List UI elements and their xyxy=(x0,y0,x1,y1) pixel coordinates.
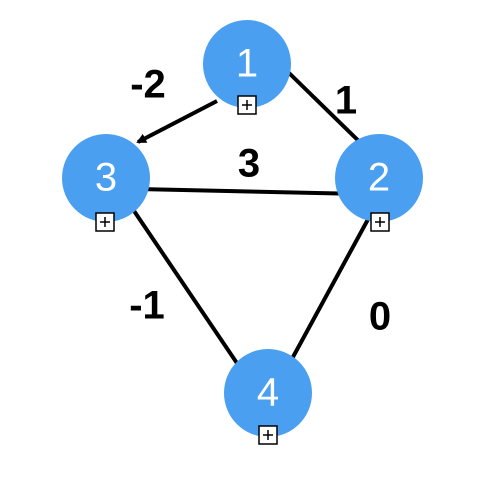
edge-1-3 xyxy=(136,99,218,144)
edge-2-3 xyxy=(136,184,363,196)
edge-weight-1-2: 1 xyxy=(335,79,357,123)
node-3[interactable]: 3 xyxy=(62,134,150,232)
edges-layer xyxy=(126,69,374,380)
edge-weight-3-4: -1 xyxy=(129,284,165,328)
plus-box-icon[interactable] xyxy=(95,212,115,232)
node-label: 1 xyxy=(236,42,258,86)
node-circle xyxy=(203,20,291,108)
node-circle xyxy=(335,134,423,222)
plus-box-icon[interactable] xyxy=(370,212,390,232)
node-2[interactable]: 2 xyxy=(335,134,423,232)
edge-labels-layer: -2 1 3 -1 0 xyxy=(129,63,391,339)
edge-weight-2-3: 3 xyxy=(238,142,260,186)
node-circle xyxy=(62,134,150,222)
node-label: 3 xyxy=(95,156,117,200)
node-1[interactable]: 1 xyxy=(203,20,291,115)
node-label: 2 xyxy=(368,156,390,200)
node-circle xyxy=(224,349,312,437)
plus-box-icon[interactable] xyxy=(258,425,278,445)
edge-4-2 xyxy=(285,210,374,369)
node-4[interactable]: 4 xyxy=(224,349,312,445)
node-label: 4 xyxy=(257,371,279,415)
plus-box-icon[interactable] xyxy=(237,95,257,115)
edge-3-4 xyxy=(126,200,249,380)
edge-weight-1-3: -2 xyxy=(130,63,166,107)
edge-weight-4-2: 0 xyxy=(369,295,391,339)
